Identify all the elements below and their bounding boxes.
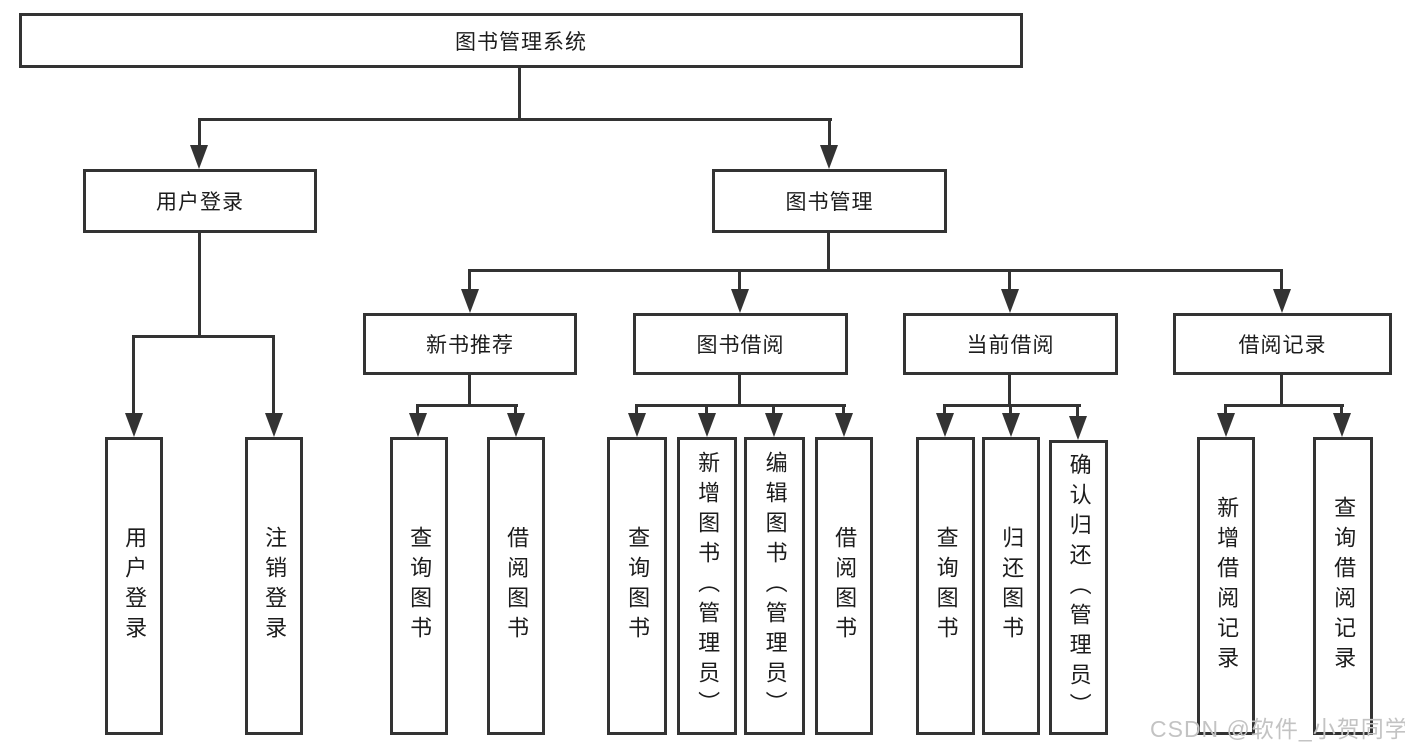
node-return-books: 归还图书	[982, 437, 1040, 735]
arrowhead-icon	[731, 289, 749, 313]
connector-line	[416, 404, 419, 416]
node-borrowing-records: 借阅记录	[1173, 313, 1392, 375]
node-edit-book-admin-label: 编辑图书（管理员）	[762, 451, 788, 721]
arrowhead-icon	[125, 413, 143, 437]
node-query-books-current: 查询图书	[916, 437, 975, 735]
csdn-watermark: CSDN @软件_小贺同学	[1150, 716, 1405, 742]
node-add-borrow-record-label: 新增借阅记录	[1214, 496, 1240, 676]
connector-line	[842, 404, 845, 416]
connector-line	[1008, 374, 1011, 407]
node-borrow-books-borrowing-label: 借阅图书	[832, 526, 858, 646]
node-add-borrow-record: 新增借阅记录	[1197, 437, 1255, 735]
arrowhead-icon	[1002, 413, 1020, 437]
arrowhead-icon	[835, 413, 853, 437]
arrowhead-icon	[765, 413, 783, 437]
connector-line	[1280, 269, 1283, 293]
connector-line	[417, 404, 518, 407]
connector-line	[133, 335, 275, 338]
connector-line	[272, 335, 275, 415]
arrowhead-icon	[1273, 289, 1291, 313]
node-query-borrow-record-label: 查询借阅记录	[1331, 496, 1357, 676]
connector-line	[738, 269, 741, 293]
connector-line	[468, 375, 471, 407]
connector-line	[198, 118, 832, 121]
node-borrow-books-recommend-label: 借阅图书	[504, 526, 530, 646]
connector-line	[1224, 404, 1344, 407]
node-logout: 注销登录	[245, 437, 303, 735]
node-new-book-recommend: 新书推荐	[363, 313, 577, 375]
arrowhead-icon	[628, 413, 646, 437]
connector-line	[518, 68, 521, 121]
node-confirm-return-admin: 确认归还（管理员）	[1049, 440, 1108, 735]
arrowhead-icon	[461, 289, 479, 313]
connector-line	[514, 404, 517, 416]
node-confirm-return-admin-label: 确认归还（管理员）	[1066, 452, 1092, 723]
arrowhead-icon	[507, 413, 525, 437]
connector-line	[772, 404, 775, 416]
node-borrow-books-borrowing: 借阅图书	[815, 437, 873, 735]
node-add-book-admin-label: 新增图书（管理员）	[695, 451, 721, 721]
node-query-borrow-record: 查询借阅记录	[1313, 437, 1373, 735]
connector-line	[198, 233, 201, 338]
arrowhead-icon	[1217, 413, 1235, 437]
arrowhead-icon	[1333, 413, 1351, 437]
node-login: 用户登录	[105, 437, 163, 735]
arrowhead-icon	[190, 145, 208, 169]
arrowhead-icon	[1001, 289, 1019, 313]
node-return-books-label: 归还图书	[999, 526, 1025, 646]
node-book-borrowing: 图书借阅	[633, 313, 848, 375]
node-query-books-recommend: 查询图书	[390, 437, 448, 735]
connector-line	[705, 404, 708, 416]
arrowhead-icon	[409, 413, 427, 437]
connector-line	[1009, 404, 1012, 416]
arrowhead-icon	[936, 413, 954, 437]
connector-line	[738, 374, 741, 407]
node-borrow-books-recommend: 借阅图书	[487, 437, 545, 735]
connector-line	[1008, 269, 1011, 293]
node-query-books-borrowing: 查询图书	[607, 437, 667, 735]
connector-line	[943, 404, 946, 416]
connector-line	[1280, 374, 1283, 407]
connector-line	[1224, 404, 1227, 416]
connector-line	[635, 404, 638, 416]
node-query-books-borrowing-label: 查询图书	[625, 526, 651, 646]
node-library-management-system: 图书管理系统	[19, 13, 1023, 68]
node-query-books-current-label: 查询图书	[933, 526, 959, 646]
arrowhead-icon	[265, 413, 283, 437]
node-book-management: 图书管理	[712, 169, 947, 233]
node-user-login: 用户登录	[83, 169, 317, 233]
connector-line	[1076, 404, 1079, 416]
node-edit-book-admin: 编辑图书（管理员）	[744, 437, 805, 735]
node-login-label: 用户登录	[122, 526, 148, 646]
connector-line	[635, 404, 846, 407]
connector-line	[944, 404, 1081, 407]
arrowhead-icon	[820, 145, 838, 169]
node-add-book-admin: 新增图书（管理员）	[677, 437, 737, 735]
connector-line	[132, 335, 135, 415]
node-current-borrowing: 当前借阅	[903, 313, 1118, 375]
connector-line	[1340, 404, 1343, 416]
arrowhead-icon	[698, 413, 716, 437]
arrowhead-icon	[1069, 416, 1087, 440]
node-query-books-recommend-label: 查询图书	[407, 526, 433, 646]
connector-line	[198, 118, 201, 148]
connector-line	[828, 118, 831, 148]
connector-line	[827, 233, 830, 272]
connector-line	[468, 269, 471, 293]
connector-line	[468, 269, 1283, 272]
node-logout-label: 注销登录	[262, 526, 288, 646]
